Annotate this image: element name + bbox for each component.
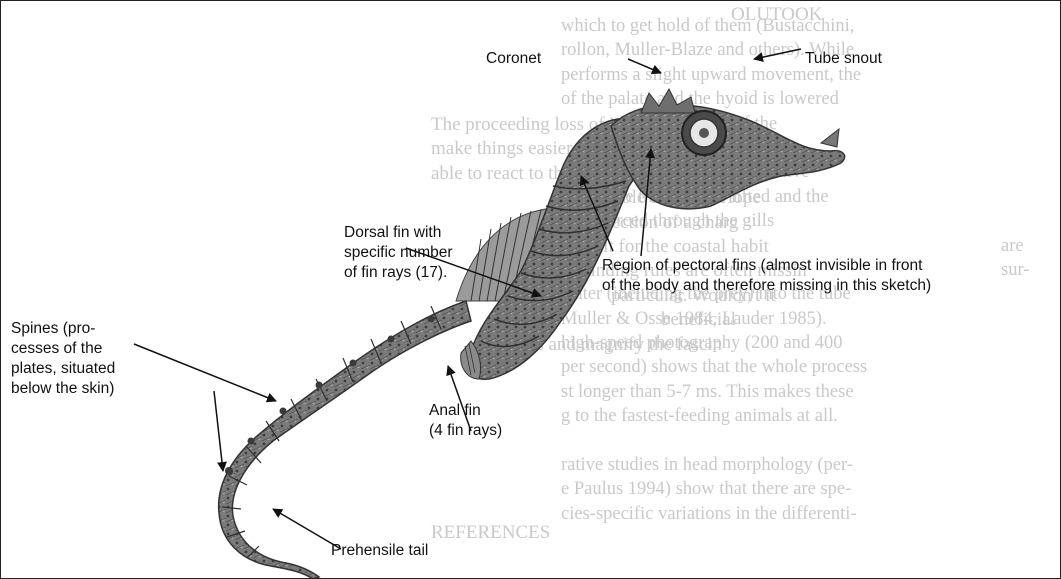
spines-label-line: below the skin) <box>11 379 115 399</box>
tube-snout-label-text: Tube snout <box>805 49 882 69</box>
anal-fin-label: Anal fin (4 fin rays) <box>429 401 502 441</box>
tube-snout-label: Tube snout <box>805 49 882 69</box>
dorsal-fin-label-line: specific number <box>344 243 453 263</box>
coronet-arrow <box>628 59 661 73</box>
dorsal-fin-label-line: Dorsal fin with <box>344 223 453 243</box>
dorsal-fin-label-line: of fin rays (17). <box>344 263 453 283</box>
tube-snout-arrow <box>754 49 801 59</box>
spines-label-line: plates, situated <box>11 359 115 379</box>
pectoral-fins-label-line: Region of pectoral fins (almost invisibl… <box>602 256 931 276</box>
pectoral-fins-label: Region of pectoral fins (almost invisibl… <box>602 256 931 296</box>
anal-fin-label-line: Anal fin <box>429 401 502 421</box>
coronet-label: Coronet <box>486 49 541 69</box>
coronet-label-text: Coronet <box>486 49 541 69</box>
spines-arrow-upper <box>134 344 276 401</box>
spines-label-line: cesses of the <box>11 339 115 359</box>
spines-arrow-lower <box>214 391 223 471</box>
pectoral-fins-label-line: of the body and therefore missing in thi… <box>602 276 931 296</box>
spines-label-line: Spines (pro- <box>11 319 115 339</box>
prehensile-tail-label-text: Prehensile tail <box>331 541 428 561</box>
anal-fin-label-line: (4 fin rays) <box>429 421 502 441</box>
spines-label: Spines (pro- cesses of the plates, situa… <box>11 319 115 399</box>
dorsal-fin-label: Dorsal fin with specific number of fin r… <box>344 223 453 283</box>
prehensile-tail-label: Prehensile tail <box>331 541 428 561</box>
